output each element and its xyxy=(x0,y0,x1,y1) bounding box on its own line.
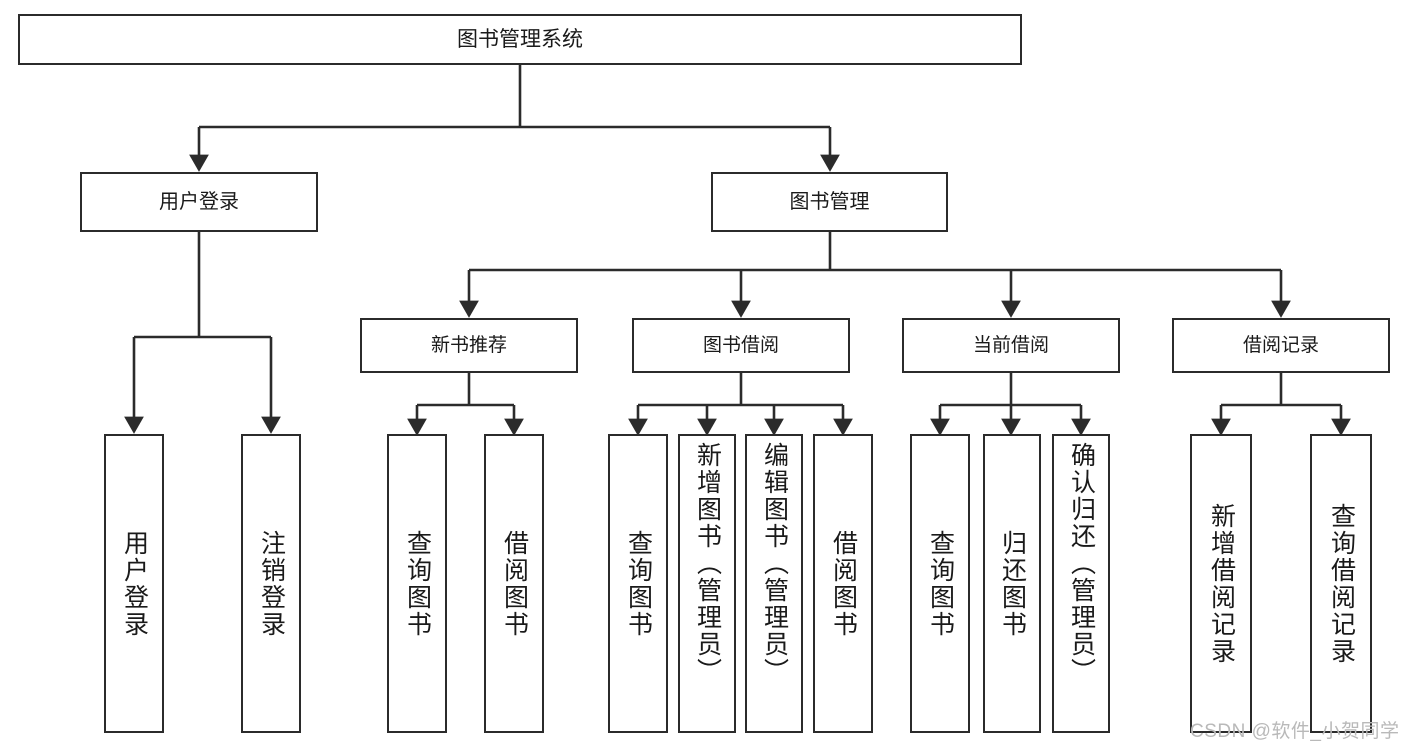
node-leaf-query-record[interactable]: 查询借阅记录 xyxy=(1310,434,1372,733)
node-user-login[interactable]: 用户登录 xyxy=(80,172,318,232)
node-leaf-query-book-1-label: 查询图书 xyxy=(403,529,432,638)
node-leaf-query-book-3[interactable]: 查询图书 xyxy=(910,434,970,733)
node-leaf-add-record[interactable]: 新增借阅记录 xyxy=(1190,434,1252,733)
node-root-label: 图书管理系统 xyxy=(457,28,583,51)
node-leaf-user-login-label: 用户登录 xyxy=(120,529,149,638)
node-current-borrow[interactable]: 当前借阅 xyxy=(902,318,1120,373)
node-book-mgmt-label: 图书管理 xyxy=(789,191,870,213)
node-leaf-confirm-return-label: 确认归还（管理员） xyxy=(1067,442,1096,685)
node-leaf-borrow-book-1[interactable]: 借阅图书 xyxy=(484,434,544,733)
node-leaf-query-record-label: 查询借阅记录 xyxy=(1327,502,1356,665)
node-user-login-label: 用户登录 xyxy=(159,191,239,213)
node-leaf-user-logout[interactable]: 注销登录 xyxy=(241,434,301,733)
node-book-borrow[interactable]: 图书借阅 xyxy=(632,318,850,373)
node-root[interactable]: 图书管理系统 xyxy=(18,14,1022,65)
node-leaf-add-book-label: 新增图书（管理员） xyxy=(693,442,722,685)
node-borrow-record-label: 借阅记录 xyxy=(1242,335,1319,356)
node-leaf-return-book-label: 归还图书 xyxy=(998,529,1027,638)
node-leaf-borrow-book-2-label: 借阅图书 xyxy=(829,529,858,638)
node-leaf-query-book-1[interactable]: 查询图书 xyxy=(387,434,447,733)
node-leaf-edit-book[interactable]: 编辑图书（管理员） xyxy=(745,434,803,733)
node-leaf-confirm-return[interactable]: 确认归还（管理员） xyxy=(1052,434,1110,733)
node-current-borrow-label: 当前借阅 xyxy=(972,335,1049,356)
node-new-book-rec[interactable]: 新书推荐 xyxy=(360,318,578,373)
node-leaf-user-login[interactable]: 用户登录 xyxy=(104,434,164,733)
node-book-borrow-label: 图书借阅 xyxy=(702,335,779,356)
node-leaf-user-logout-label: 注销登录 xyxy=(257,529,286,638)
node-book-mgmt[interactable]: 图书管理 xyxy=(711,172,948,232)
node-leaf-query-book-3-label: 查询图书 xyxy=(926,529,955,638)
node-leaf-return-book[interactable]: 归还图书 xyxy=(983,434,1041,733)
node-leaf-query-book-2-label: 查询图书 xyxy=(624,529,653,638)
node-leaf-borrow-book-1-label: 借阅图书 xyxy=(500,529,529,638)
node-leaf-query-book-2[interactable]: 查询图书 xyxy=(608,434,668,733)
node-leaf-borrow-book-2[interactable]: 借阅图书 xyxy=(813,434,873,733)
node-leaf-edit-book-label: 编辑图书（管理员） xyxy=(760,442,789,685)
node-borrow-record[interactable]: 借阅记录 xyxy=(1172,318,1390,373)
node-leaf-add-record-label: 新增借阅记录 xyxy=(1207,502,1236,665)
node-leaf-add-book[interactable]: 新增图书（管理员） xyxy=(678,434,736,733)
watermark-label: CSDN @软件_小贺同学 xyxy=(1190,721,1400,742)
node-new-book-rec-label: 新书推荐 xyxy=(430,335,507,356)
